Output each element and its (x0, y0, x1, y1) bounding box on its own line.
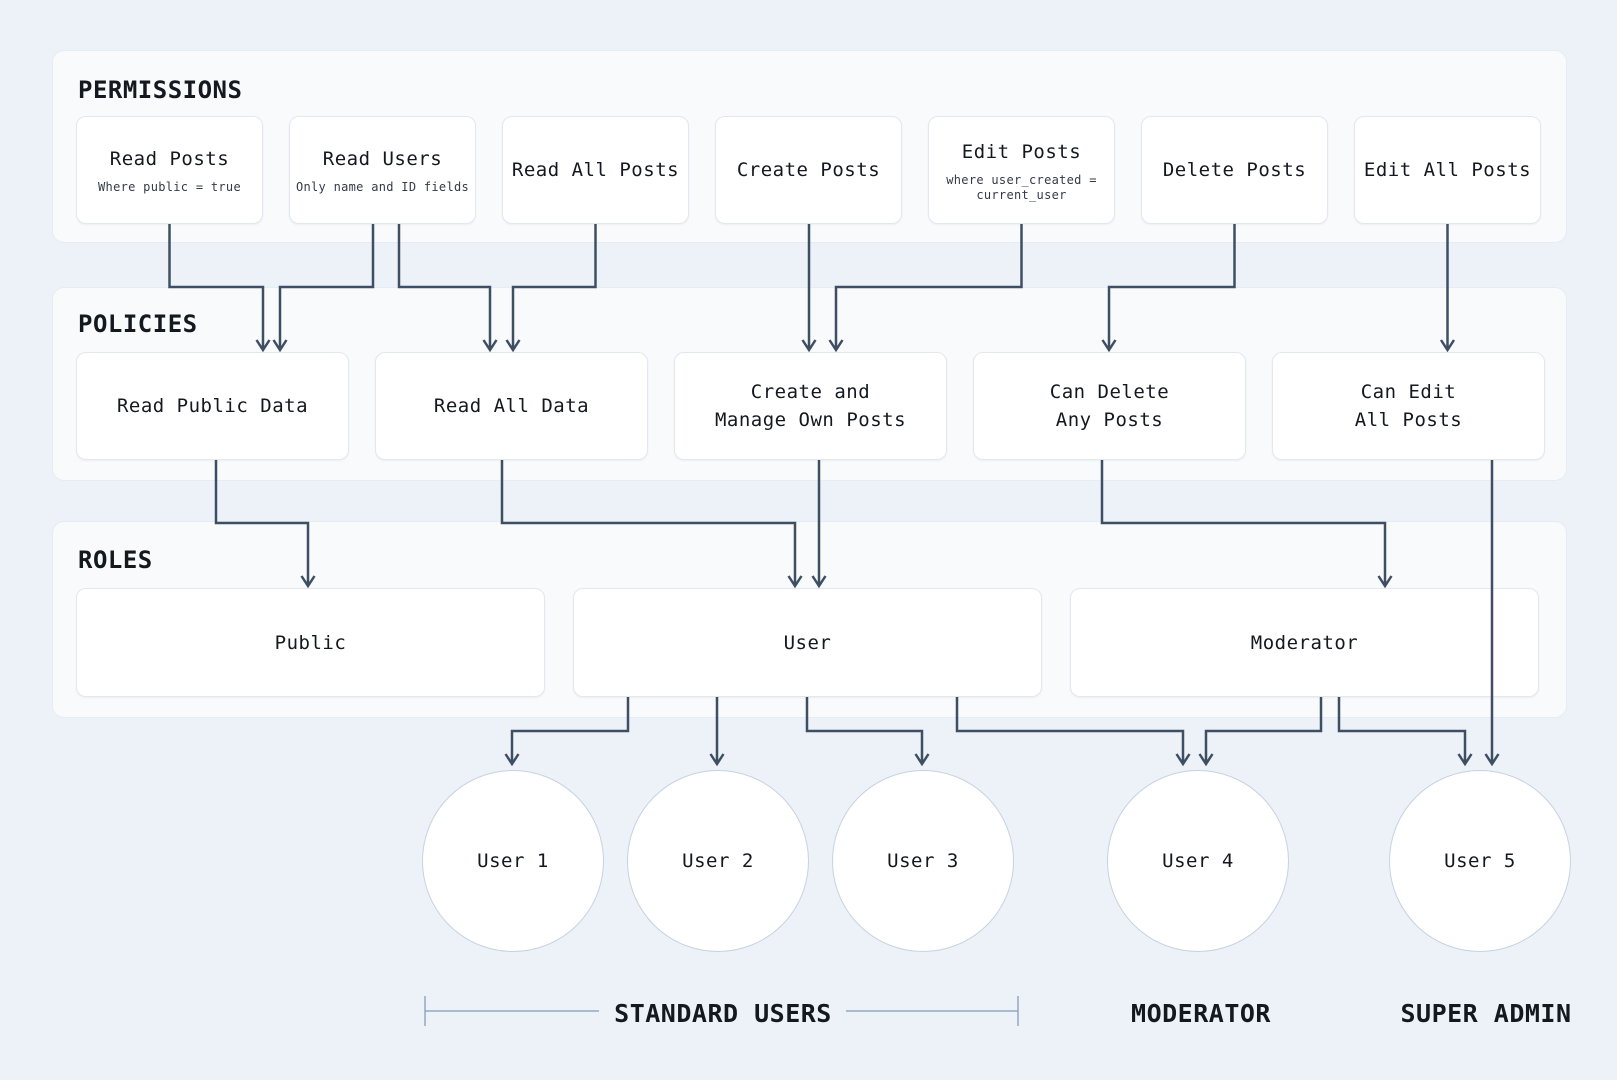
role-box-moderator: Moderator (1070, 588, 1539, 697)
policy-box-can-edit-all-posts: Can Edit All Posts (1272, 352, 1545, 460)
permission-label: Edit Posts (961, 140, 1082, 163)
policy-box-read-public-data: Read Public Data (76, 352, 349, 460)
policies-title: POLICIES (78, 310, 198, 338)
permission-label: Read All Posts (511, 159, 680, 181)
permission-box-edit-all-posts: Edit All Posts (1354, 116, 1541, 224)
policy-label: Read Public Data (116, 395, 309, 417)
permission-label: Read Posts (109, 148, 230, 170)
policy-label: Can Delete Any Posts (1049, 381, 1170, 431)
policy-label: Create and Manage Own Posts (714, 381, 907, 431)
user-label: User 5 (1444, 850, 1516, 872)
permission-label: Read Users (322, 148, 443, 170)
user-label: User 2 (682, 850, 754, 872)
permission-note: where user_created = current_user (946, 172, 1097, 202)
user-label: User 3 (887, 850, 959, 872)
role-box-public: Public (76, 588, 545, 697)
roles-title: ROLES (78, 546, 153, 574)
permission-note: Only name and ID fields (295, 180, 470, 194)
user-label: User 1 (477, 850, 549, 872)
user-circle-3: User 3 (832, 770, 1014, 952)
policy-label: Read All Data (433, 395, 590, 417)
permission-box-edit-posts: Edit Posts where user_created = current_… (928, 116, 1115, 224)
policy-box-create-and-manage-own-posts: Create and Manage Own Posts (674, 352, 947, 460)
role-box-user: User (573, 588, 1042, 697)
permission-box-read-users: Read Users Only name and ID fields (289, 116, 476, 224)
policy-box-can-delete-any-posts: Can Delete Any Posts (973, 352, 1246, 460)
user-circle-4: User 4 (1107, 770, 1289, 952)
permission-box-read-all-posts: Read All Posts (502, 116, 689, 224)
permission-box-create-posts: Create Posts (715, 116, 902, 224)
policy-label: Can Edit All Posts (1354, 381, 1463, 431)
group-label-super-admin: SUPER ADMIN (1400, 999, 1572, 1028)
permission-box-delete-posts: Delete Posts (1141, 116, 1328, 224)
permission-label: Delete Posts (1162, 159, 1307, 181)
user-label: User 4 (1162, 850, 1234, 872)
group-label-standard-users: STANDARD USERS (614, 999, 832, 1028)
permission-box-read-posts: Read Posts Where public = true (76, 116, 263, 224)
user-circle-1: User 1 (422, 770, 604, 952)
role-label: Public (274, 631, 347, 654)
user-circle-5: User 5 (1389, 770, 1571, 952)
permissions-title: PERMISSIONS (78, 76, 243, 104)
permission-label: Edit All Posts (1363, 159, 1532, 181)
role-label: Moderator (1250, 631, 1359, 654)
user-circle-2: User 2 (627, 770, 809, 952)
group-label-moderator: MODERATOR (1131, 999, 1271, 1028)
permission-note: Where public = true (98, 180, 241, 194)
permission-label: Create Posts (736, 159, 881, 181)
policy-box-read-all-data: Read All Data (375, 352, 648, 460)
role-label: User (783, 631, 832, 654)
